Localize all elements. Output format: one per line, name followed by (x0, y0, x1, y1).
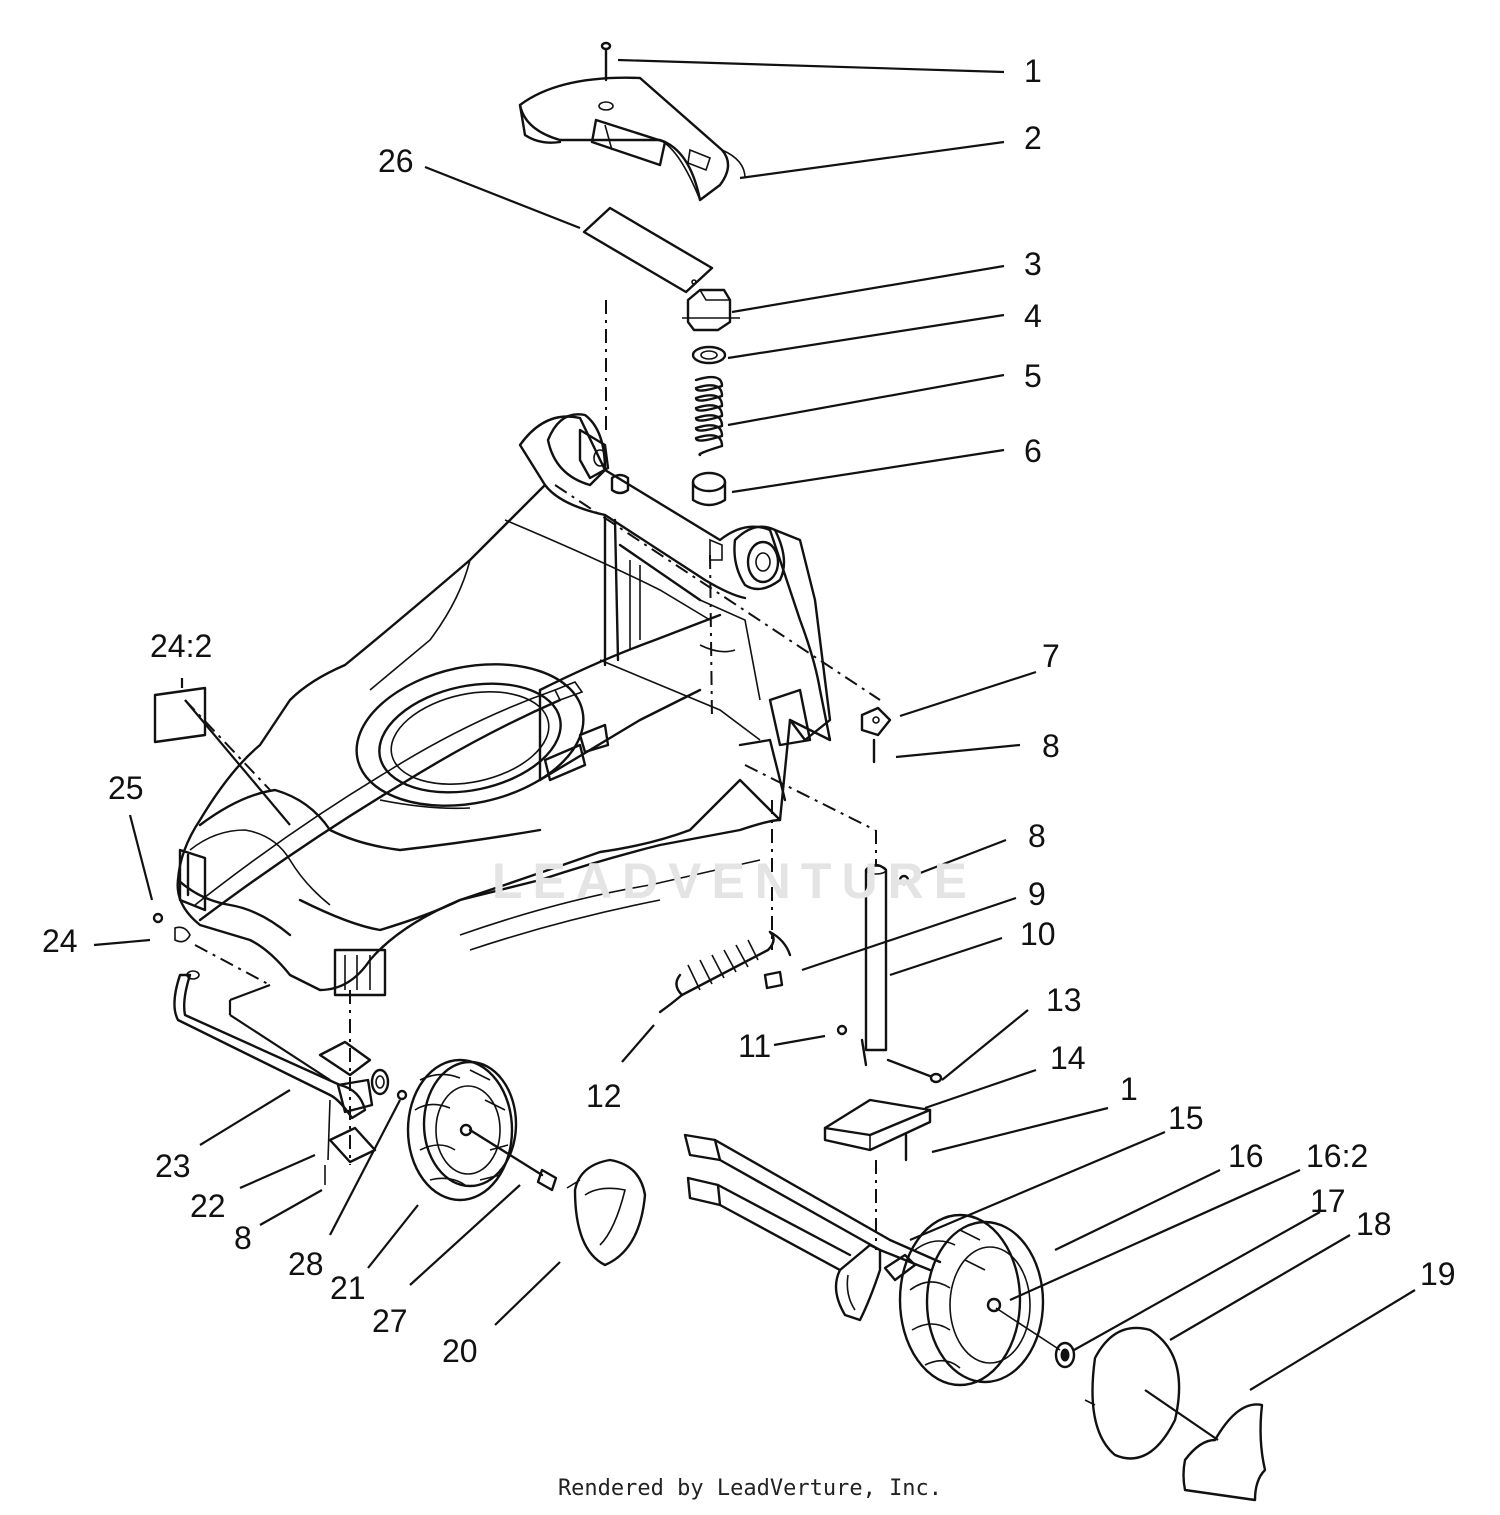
callout-1: 1 (1024, 53, 1042, 89)
rendered-by-footer: Rendered by LeadVerture, Inc. (557, 1476, 943, 1501)
callout-23: 23 (155, 1148, 191, 1184)
wheel-washer-part (370, 1068, 390, 1096)
adjuster-block-part (823, 1098, 932, 1152)
callout-17: 17 (1310, 1183, 1346, 1219)
decal-plate-part (582, 206, 714, 294)
callout-2: 2 (1024, 120, 1042, 156)
callout-4: 4 (1024, 298, 1042, 334)
callout-22: 22 (190, 1188, 226, 1224)
callout-8b: 8 (1028, 818, 1046, 854)
callout-27: 27 (372, 1303, 408, 1339)
callout-10: 10 (1020, 916, 1056, 952)
callout-14: 14 (1050, 1040, 1086, 1076)
spring-part (694, 375, 724, 457)
callout-8c: 8 (234, 1220, 252, 1256)
washer-part (691, 345, 727, 365)
bracket-part (860, 706, 892, 737)
bushing-part (691, 471, 727, 507)
callout-28: 28 (288, 1246, 324, 1282)
handle-cover-part (518, 76, 746, 202)
callout-16-2: 16:2 (1306, 1138, 1369, 1174)
callout-20: 20 (442, 1333, 478, 1369)
mower-deck-part (176, 413, 832, 997)
leader-lines (93, 58, 1416, 1391)
callout-8a: 8 (1042, 728, 1060, 764)
callout-25: 25 (108, 770, 144, 806)
callout-16: 16 (1228, 1138, 1264, 1174)
callout-12: 12 (586, 1078, 622, 1114)
callout-9: 9 (1028, 876, 1046, 912)
front-wheel-part (406, 1058, 518, 1202)
callout-11: 11 (738, 1028, 772, 1064)
callout-1b: 1 (1120, 1071, 1138, 1107)
wheel-bolt-part (468, 1128, 558, 1192)
knob-part (682, 288, 740, 332)
callout-6: 6 (1024, 433, 1042, 469)
callout-24: 24 (42, 923, 78, 959)
rear-wheel-part (898, 1213, 1045, 1387)
callout-7: 7 (1042, 638, 1060, 674)
callout-19: 19 (1420, 1256, 1456, 1292)
callout-26: 26 (378, 143, 414, 179)
hubcap-part (566, 1158, 647, 1267)
callout-21: 21 (330, 1270, 366, 1306)
callout-24-2: 24:2 (150, 628, 213, 664)
rear-axle-part (683, 1133, 942, 1322)
rear-hubcap-part (1084, 1326, 1181, 1460)
pin-part (763, 970, 784, 990)
screw-part (600, 41, 612, 82)
callout-5: 5 (1024, 358, 1042, 394)
torn-decal-part (1182, 1403, 1267, 1502)
callout-15: 15 (1168, 1100, 1204, 1136)
callout-3: 3 (1024, 246, 1042, 282)
callout-13: 13 (1046, 982, 1082, 1018)
axle-nut-part (1054, 1341, 1076, 1369)
decal-part (153, 686, 207, 744)
height-rod-part (173, 970, 367, 1120)
watermark-text: LEADVENTURE (492, 853, 978, 909)
height-shaft-part (864, 863, 888, 1052)
callout-18: 18 (1356, 1206, 1392, 1242)
extension-spring-part (658, 930, 792, 1014)
